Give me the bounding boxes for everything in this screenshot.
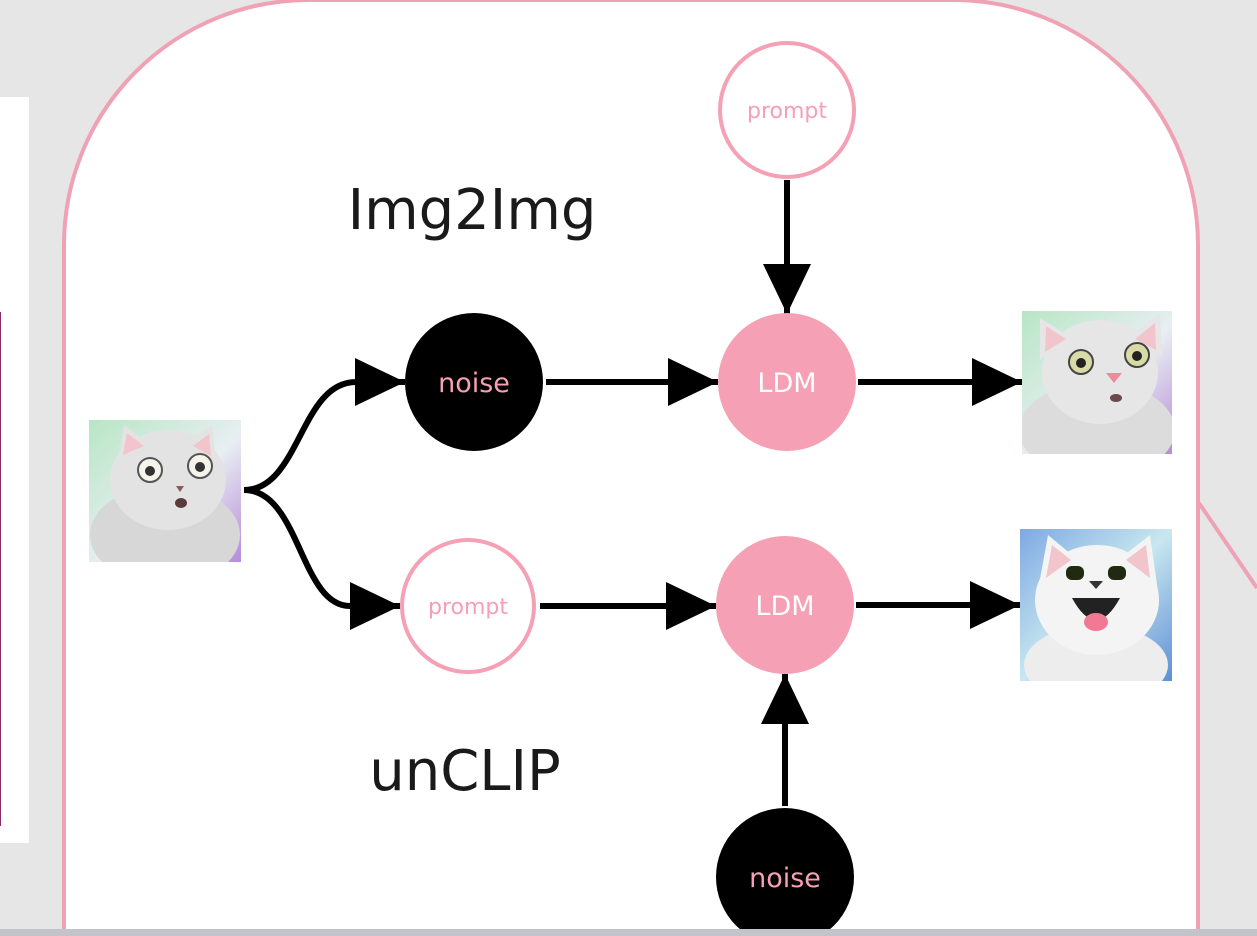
ldm-node-top-label: LDM	[757, 368, 816, 399]
arrow-input-to-noise	[243, 358, 405, 493]
noise-node-bottom: noise	[716, 808, 854, 936]
output-cat-image-top	[1022, 311, 1172, 454]
prompt-node-bottom: prompt	[400, 538, 536, 674]
output-cat-image-bottom	[1020, 529, 1172, 681]
input-cat-image	[89, 420, 241, 562]
noise-node-top: noise	[405, 313, 543, 451]
prompt-node-top: prompt	[718, 41, 856, 179]
prompt-node-top-label: prompt	[747, 99, 827, 124]
arrow-input-to-prompt	[243, 487, 400, 630]
ldm-node-top: LDM	[718, 313, 856, 451]
ldm-node-bottom-label: LDM	[755, 591, 814, 622]
img2img-title: Img2Img	[348, 178, 597, 243]
connector-line	[1197, 501, 1257, 590]
prompt-node-bottom-label: prompt	[428, 595, 508, 620]
left-panel-image-edge	[0, 312, 1, 826]
unclip-title: unCLIP	[369, 739, 561, 804]
diagram-panel	[62, 0, 1200, 936]
noise-node-top-label: noise	[438, 368, 510, 399]
noise-node-bottom-label: noise	[749, 863, 821, 894]
ldm-node-bottom: LDM	[716, 536, 854, 674]
bottom-scrollbar-strip	[0, 929, 1257, 936]
left-panel-edge	[0, 97, 29, 843]
